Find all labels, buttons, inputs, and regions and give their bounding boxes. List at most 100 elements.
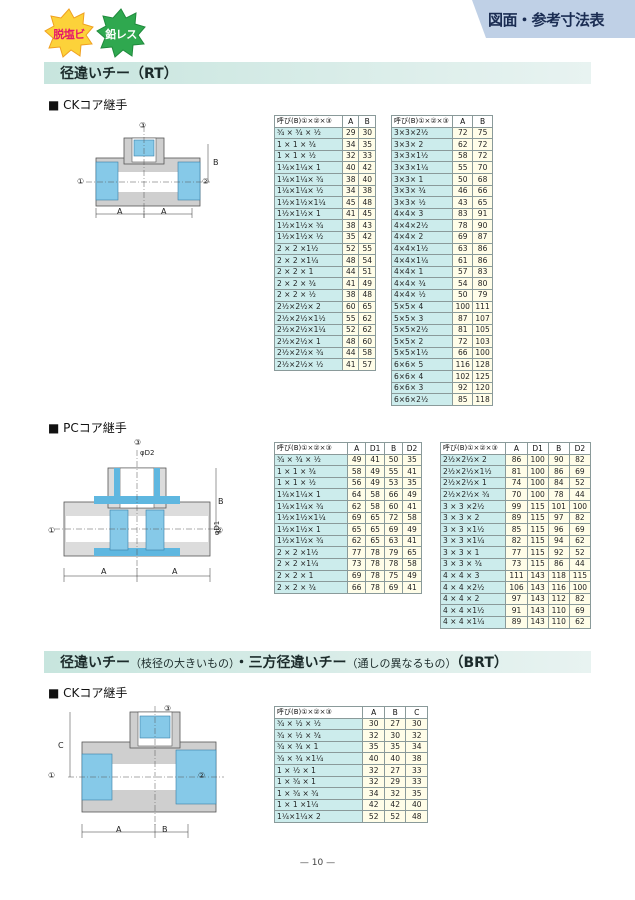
value-cell: 78: [365, 581, 386, 594]
value-cell: 74: [505, 476, 528, 490]
value-cell: 49: [401, 488, 423, 501]
value-cell: 38: [405, 752, 428, 765]
header-cell: B: [383, 706, 407, 719]
value-cell: 55: [452, 161, 474, 174]
size-cell: 1¹⁄₂×1¹⁄₂×1¹⁄₄: [274, 196, 343, 209]
value-cell: 58: [401, 557, 423, 571]
value-cell: 68: [472, 172, 493, 186]
value-cell: 44: [341, 265, 360, 279]
value-cell: 82: [505, 534, 528, 548]
size-cell: 4×4×1¹⁄₂: [390, 242, 454, 256]
value-cell: 100: [526, 465, 549, 478]
header-cell: D2: [568, 442, 592, 455]
value-cell: 49: [347, 453, 367, 467]
section-bar-rt: 径違いチー（RT）: [44, 62, 591, 84]
size-cell: 4×4×2¹⁄₂: [390, 219, 454, 232]
value-cell: 46: [452, 184, 474, 198]
value-cell: 100: [472, 346, 493, 360]
pc-core-label: ■ PCコア継手: [48, 421, 127, 435]
size-cell: 5×5× 2: [390, 335, 454, 348]
value-cell: 56: [347, 476, 367, 490]
value-cell: 32: [383, 787, 407, 800]
page-number: — 10 —: [299, 858, 336, 868]
value-cell: 100: [452, 300, 474, 314]
size-cell: 3×3× ³⁄₄: [390, 184, 454, 198]
size-cell: 1¹⁄₂×1¹⁄₂× ³⁄₄: [274, 219, 343, 232]
dim-c-label: C: [58, 741, 64, 750]
header-cell: A: [505, 442, 528, 455]
value-cell: 75: [472, 126, 493, 140]
value-cell: 41: [401, 534, 423, 548]
value-cell: 87: [452, 312, 474, 325]
value-cell: 54: [452, 277, 474, 290]
value-cell: 40: [358, 172, 376, 186]
size-cell: 1 × ³⁄₄ × 1: [273, 775, 364, 789]
size-cell: 4×4× 3: [390, 207, 454, 221]
value-cell: 30: [362, 717, 385, 731]
value-cell: 58: [347, 465, 367, 478]
value-cell: 34: [341, 184, 360, 198]
value-cell: 116: [452, 358, 474, 372]
value-cell: 30: [383, 729, 407, 742]
size-cell: 5×5× 3: [390, 312, 454, 325]
value-cell: 70: [505, 488, 528, 501]
value-cell: 45: [358, 207, 376, 221]
size-cell: 1 × ¹⁄₂ × 1: [273, 763, 364, 777]
value-cell: 143: [526, 592, 549, 606]
value-cell: 33: [358, 149, 376, 163]
value-cell: 79: [472, 288, 493, 302]
value-cell: 58: [365, 488, 386, 501]
header-cell: B: [547, 442, 570, 455]
value-cell: 34: [405, 740, 428, 754]
size-cell: 1¹⁄₄×1¹⁄₄× 1: [274, 161, 343, 174]
value-cell: 100: [526, 488, 549, 501]
value-cell: 38: [341, 219, 360, 232]
size-cell: 2 × 2 ×1¹⁄₄: [274, 254, 343, 267]
value-cell: 41: [365, 453, 386, 467]
value-cell: 62: [347, 499, 367, 513]
header-cell: A: [341, 115, 360, 128]
value-cell: 78: [547, 488, 570, 501]
value-cell: 115: [526, 557, 549, 571]
value-cell: 58: [365, 499, 386, 513]
value-cell: 44: [568, 488, 592, 501]
size-cell: 4×4× 2: [390, 230, 454, 244]
value-cell: 40: [383, 752, 407, 765]
value-cell: 38: [341, 288, 360, 302]
value-cell: 52: [341, 323, 360, 337]
value-cell: 44: [568, 557, 592, 571]
value-cell: 82: [568, 592, 592, 606]
value-cell: 58: [452, 149, 474, 163]
size-cell: 6×6×2¹⁄₂: [390, 393, 454, 406]
value-cell: 62: [358, 312, 376, 325]
value-cell: 143: [526, 615, 549, 629]
value-cell: 94: [547, 534, 570, 548]
value-cell: 55: [358, 242, 376, 256]
size-cell: 1¹⁄₄×1¹⁄₄× 1: [273, 488, 349, 501]
starburst-icon: [96, 8, 146, 58]
value-cell: 86: [472, 242, 493, 256]
value-cell: 65: [358, 300, 376, 314]
value-cell: 86: [547, 465, 570, 478]
value-cell: 32: [362, 729, 385, 742]
